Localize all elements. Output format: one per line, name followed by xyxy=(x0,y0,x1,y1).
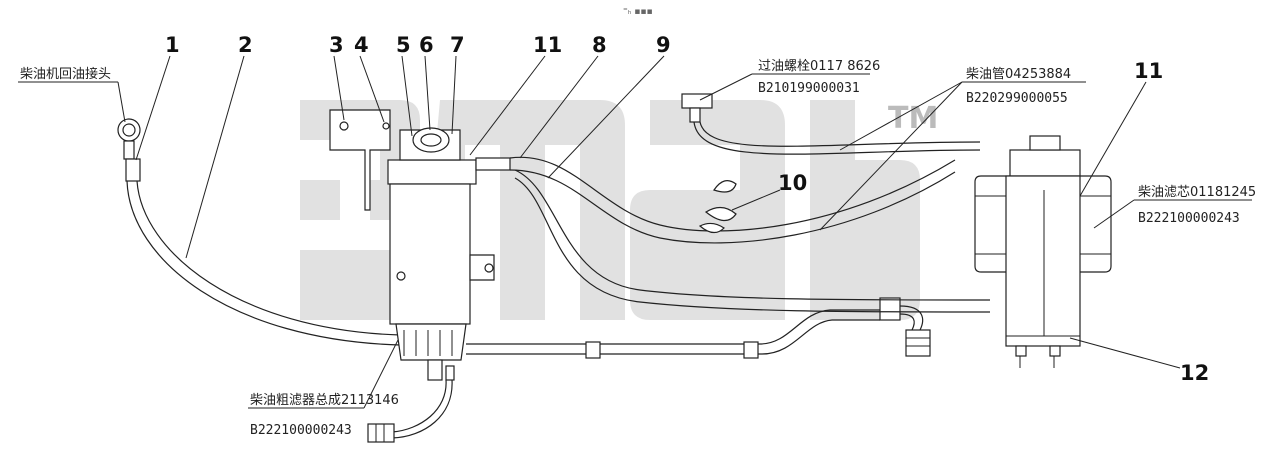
label-strainer-bolt: 过油螺栓0117 8626 xyxy=(758,59,880,74)
callout-4: 4 xyxy=(354,33,369,57)
fuel-filter-assembly xyxy=(974,135,1112,368)
lower-fuel-pipe xyxy=(466,309,880,345)
coarse-filter-assembly xyxy=(387,127,495,381)
callout-11-left: 11 xyxy=(533,33,562,57)
callout-2: 2 xyxy=(238,33,253,57)
return-fitting xyxy=(117,118,141,182)
code-coarse-filter: B222100000243 xyxy=(250,423,352,438)
pipe-end-fitting xyxy=(905,329,931,357)
drain-connector xyxy=(367,423,395,443)
callout-8: 8 xyxy=(592,33,607,57)
return-hose xyxy=(126,180,401,346)
callout-6: 6 xyxy=(419,33,434,57)
callout-3: 3 xyxy=(329,33,344,57)
label-filter-element: 柴油滤芯01181245 xyxy=(1138,185,1256,200)
label-fuel-pipe: 柴油管04253884 xyxy=(966,67,1071,82)
mounting-bracket xyxy=(329,109,391,211)
callout-5: 5 xyxy=(396,33,411,57)
label-coarse-filter: 柴油粗滤器总成2113146 xyxy=(250,393,399,408)
callout-12: 12 xyxy=(1180,361,1209,385)
code-strainer-bolt: B210199000031 xyxy=(758,81,860,96)
callout-9: 9 xyxy=(656,33,671,57)
code-filter-element: B222100000243 xyxy=(1138,211,1240,226)
leader-lines xyxy=(18,55,1252,409)
callout-10: 10 xyxy=(778,171,807,195)
label-return-fitting: 柴油机回油接头 xyxy=(20,66,111,82)
callout-11-right: 11 xyxy=(1134,59,1163,83)
callout-1: 1 xyxy=(165,33,180,57)
top-mark: ⁼ₕ ▪▪▪ xyxy=(623,7,653,17)
hose-clamps xyxy=(698,180,737,234)
code-fuel-pipe: B220299000055 xyxy=(966,91,1068,106)
callout-7: 7 xyxy=(450,33,465,57)
